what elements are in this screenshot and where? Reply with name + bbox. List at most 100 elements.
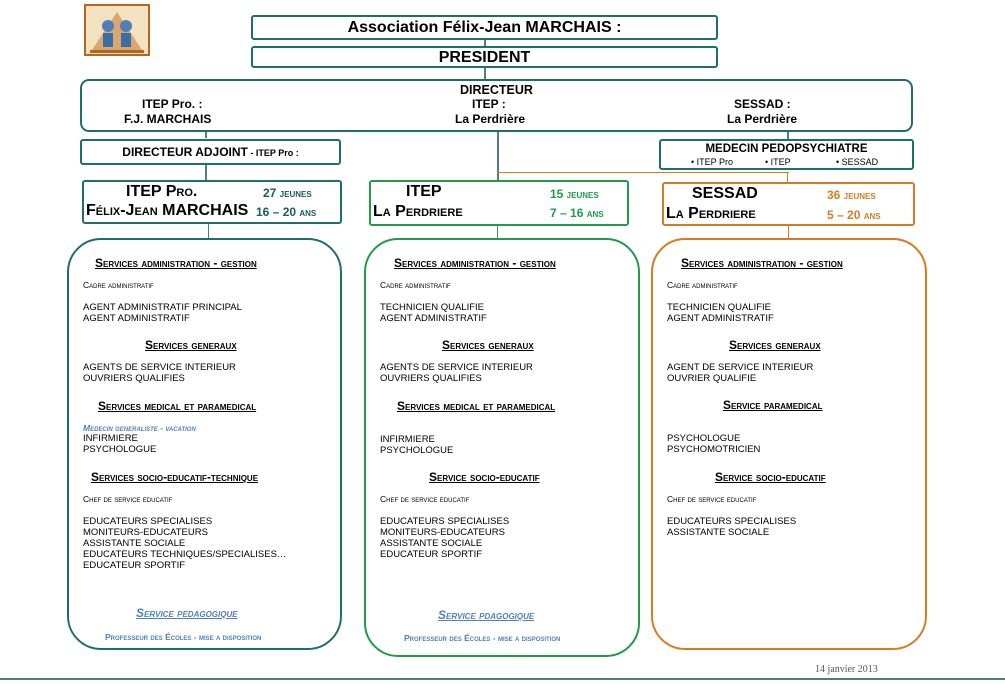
col3-paramedical-item: PSYCHOLOGUE bbox=[667, 433, 741, 444]
col1-socio-item: EDUCATEUR SPORTIF bbox=[83, 560, 186, 571]
col3-socio-item: ASSISTANTE SOCIALE bbox=[667, 527, 770, 538]
directeur-box: DIRECTEUR ITEP Pro. : F.J. MARCHAIS ITEP… bbox=[80, 79, 913, 132]
connector bbox=[205, 165, 207, 181]
col3-socio-item: EDUCATEURS SPECIALISES bbox=[667, 516, 797, 527]
president-title: PRESIDENT bbox=[438, 49, 531, 66]
col1-pedagogique-header: Service pedagogique bbox=[136, 606, 238, 620]
col2-pedagogique-header: Service pdagogique bbox=[438, 608, 535, 622]
col2-socio-item: MONITEURS-EDUCATEURS bbox=[380, 527, 505, 538]
connector bbox=[497, 132, 499, 180]
unit-sessad-line1: SESSAD bbox=[692, 185, 758, 202]
medecin-item-sessad: • SESSAD bbox=[836, 157, 879, 167]
col3-generaux-header: Services generaux bbox=[729, 338, 821, 352]
col1-admin-item: AGENT ADMINISTRATIF bbox=[83, 313, 190, 324]
directeur-itep-label: ITEP : bbox=[472, 97, 506, 111]
footer-rule bbox=[0, 678, 1005, 680]
col3-paramedical-header: Service paramedical bbox=[723, 398, 823, 412]
col3-socio-header: Service socio-educatif bbox=[715, 470, 826, 484]
connector bbox=[787, 132, 789, 139]
unit-itep-pro-line1: ITEP Pro. bbox=[126, 183, 198, 200]
col1-socio-item: ASSISTANTE SOCIALE bbox=[83, 538, 186, 549]
directeur-title: DIRECTEUR bbox=[460, 83, 533, 97]
col2-medical-header: Services medical et paramedical bbox=[397, 399, 556, 413]
col3-admin-header: Services administration - gestion bbox=[681, 256, 843, 270]
col2-generaux-item: OUVRIERS QUALIFIES bbox=[380, 373, 482, 384]
col1-socio-item: Chef de service educatif bbox=[83, 494, 173, 504]
col2-admin-header: Services administration - gestion bbox=[394, 256, 556, 270]
unit-itep-line1: ITEP bbox=[406, 183, 442, 200]
medecin-title: MEDECIN PEDOPSYCHIATRE bbox=[705, 143, 868, 155]
col1-medical-header: Services medical et paramedical bbox=[98, 399, 257, 413]
footer-date: 14 janvier 2013 bbox=[815, 664, 878, 675]
unit-itep-pro: ITEP Pro. Félix-Jean MARCHAIS 27 jeunes … bbox=[82, 180, 342, 224]
col2-socio-item: EDUCATEUR SPORTIF bbox=[380, 549, 483, 560]
col2-generaux-header: Services generaux bbox=[442, 338, 534, 352]
unit-itep-ages: 7 – 16 ans bbox=[550, 206, 604, 220]
col1-socio-header: Services socio-educatif-technique bbox=[91, 470, 259, 484]
col2-medical-item: INFIRMIERE bbox=[380, 434, 435, 445]
col1-socio-item: MONITEURS-EDUCATEURS bbox=[83, 527, 208, 538]
unit-itep-pro-ages: 16 – 20 ans bbox=[256, 205, 317, 219]
col2-generaux-item: AGENTS DE SERVICE INTERIEUR bbox=[380, 362, 533, 373]
services-itep-pro: Services administration - gestion Cadre … bbox=[67, 238, 342, 650]
connector bbox=[484, 68, 486, 79]
medecin-box: MEDECIN PEDOPSYCHIATRE • ITEP Pro • ITEP… bbox=[659, 139, 914, 170]
directeur-itep-pro-label: ITEP Pro. : bbox=[142, 97, 203, 111]
medecin-item-itep-pro: • ITEP Pro bbox=[691, 157, 733, 167]
col1-generaux-item: AGENTS DE SERVICE INTERIEUR bbox=[83, 362, 236, 373]
col2-admin-item: Cadre administratif bbox=[380, 280, 451, 290]
connector bbox=[205, 132, 207, 138]
col3-admin-item: AGENT ADMINISTRATIF bbox=[667, 313, 774, 324]
col1-generaux-header: Services generaux bbox=[145, 338, 237, 352]
unit-itep: ITEP La Perdriere 15 jeunes 7 – 16 ans bbox=[369, 180, 629, 226]
directeur-sessad-name: La Perdrière bbox=[727, 112, 798, 126]
unit-itep-count: 15 jeunes bbox=[550, 187, 599, 201]
col3-socio-item: Chef de service educatif bbox=[667, 494, 757, 504]
unit-itep-pro-line2: Félix-Jean MARCHAIS bbox=[86, 202, 249, 219]
col2-pedagogique-item: Professeur des Écoles - mise a dispositi… bbox=[404, 633, 561, 643]
col1-pedagogique-item: Professeur des Écoles - mise a dispositi… bbox=[105, 632, 262, 642]
col2-admin-item: AGENT ADMINISTRATIF bbox=[380, 313, 487, 324]
medecin-item-itep: • ITEP bbox=[765, 157, 791, 167]
unit-itep-pro-count: 27 jeunes bbox=[263, 186, 312, 200]
directeur-adjoint-label: DIRECTEUR ADJOINT bbox=[122, 145, 248, 159]
col2-socio-item: Chef de service educatif bbox=[380, 494, 470, 504]
col3-admin-item: TECHNICIEN QUALIFIE bbox=[667, 302, 771, 313]
association-title: Association Félix-Jean MARCHAIS : bbox=[347, 19, 622, 36]
connector bbox=[788, 226, 789, 238]
col1-medical-item: INFIRMIERE bbox=[83, 433, 138, 444]
association-title-box: Association Félix-Jean MARCHAIS : bbox=[251, 15, 718, 40]
connector bbox=[787, 172, 788, 182]
unit-sessad-line2: La Perdriere bbox=[666, 205, 756, 222]
directeur-sessad-label: SESSAD : bbox=[734, 97, 791, 111]
directeur-adjoint-box: DIRECTEUR ADJOINT - ITEP Pro : bbox=[80, 139, 341, 165]
col2-socio-item: EDUCATEURS SPECIALISES bbox=[380, 516, 510, 527]
col3-admin-item: Cadre administratif bbox=[667, 280, 738, 290]
connector bbox=[497, 172, 789, 173]
col1-admin-item: Cadre administratif bbox=[83, 280, 154, 290]
directeur-adjoint-sub: - ITEP Pro : bbox=[247, 148, 299, 158]
unit-sessad: SESSAD La Perdriere 36 jeunes 5 – 20 ans bbox=[662, 182, 915, 226]
directeur-itep-name: La Perdrière bbox=[455, 112, 526, 126]
col1-medical-item: PSYCHOLOGUE bbox=[83, 444, 157, 455]
connector bbox=[484, 40, 486, 46]
col1-admin-item: AGENT ADMINISTRATIF PRINCIPAL bbox=[83, 302, 242, 313]
unit-itep-line2: La Perdriere bbox=[373, 203, 463, 220]
president-box: PRESIDENT bbox=[251, 46, 718, 68]
unit-sessad-count: 36 jeunes bbox=[827, 188, 876, 202]
services-itep: Services administration - gestion Cadre … bbox=[364, 238, 640, 657]
connector bbox=[497, 225, 498, 238]
unit-sessad-ages: 5 – 20 ans bbox=[827, 208, 881, 222]
col3-generaux-item: AGENT DE SERVICE INTERIEUR bbox=[667, 362, 814, 373]
col1-admin-header: Services administration - gestion bbox=[95, 256, 257, 270]
col2-admin-item: TECHNICIEN QUALIFIE bbox=[380, 302, 484, 313]
association-logo bbox=[84, 4, 150, 56]
col1-generaux-item: OUVRIERS QUALIFIES bbox=[83, 373, 185, 384]
col1-socio-item: EDUCATEURS TECHNIQUES/SPECIALISES… bbox=[83, 549, 287, 560]
col1-socio-item: EDUCATEURS SPECIALISES bbox=[83, 516, 213, 527]
connector bbox=[208, 224, 209, 238]
col2-medical-item: PSYCHOLOGUE bbox=[380, 445, 454, 456]
directeur-itep-pro-name: F.J. MARCHAIS bbox=[124, 112, 212, 126]
services-sessad: Services administration - gestion Cadre … bbox=[651, 238, 927, 650]
col1-medecin-generaliste: Medecin generaliste - vacation bbox=[83, 423, 196, 433]
